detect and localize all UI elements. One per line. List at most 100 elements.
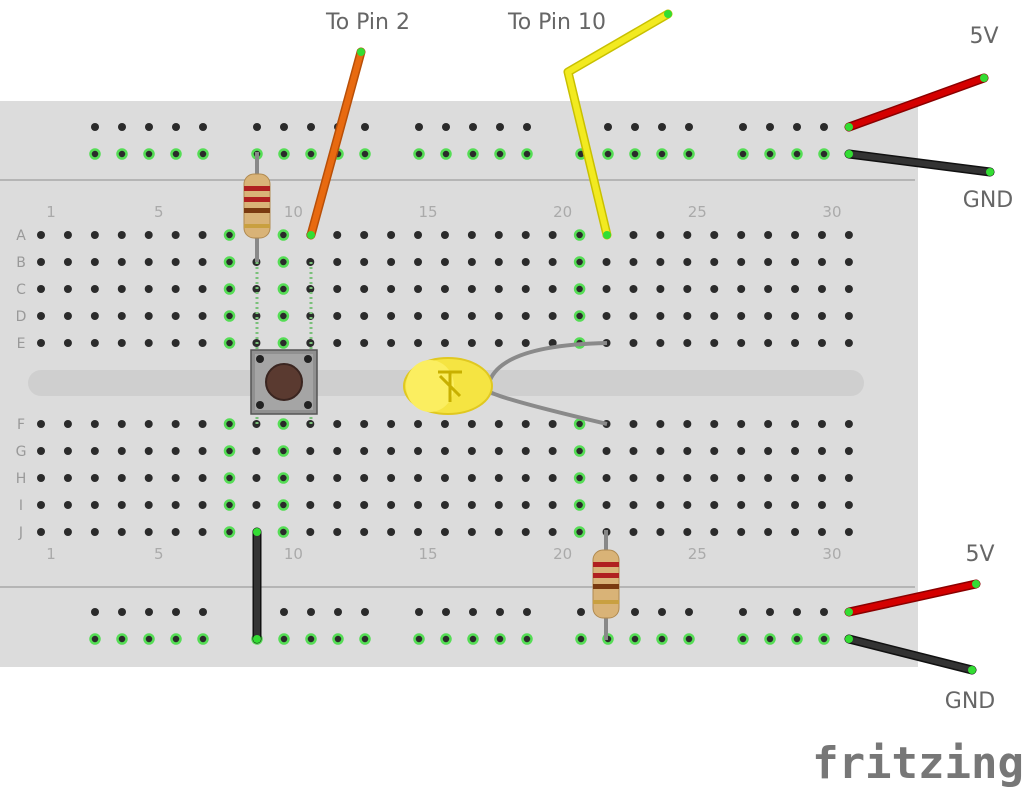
breadboard-hole xyxy=(573,472,586,484)
row-letter: B xyxy=(16,255,26,271)
rail-hole xyxy=(89,633,101,645)
breadboard-hole xyxy=(37,474,45,482)
breadboard-hole xyxy=(37,285,45,293)
breadboard-hole xyxy=(629,231,638,239)
rail-hole xyxy=(91,123,99,131)
rail-hole xyxy=(469,608,477,616)
breadboard-hole xyxy=(791,420,800,428)
breadboard-hole xyxy=(494,258,503,266)
breadboard-hole xyxy=(171,447,180,455)
breadboard-hole xyxy=(710,285,719,293)
breadboard-hole xyxy=(37,231,45,239)
rail-hole xyxy=(766,608,774,616)
breadboard-hole xyxy=(656,420,665,428)
breadboard-hole xyxy=(683,258,692,266)
breadboard-hole xyxy=(144,447,153,455)
breadboard-hole xyxy=(817,474,826,482)
breadboard-hole xyxy=(198,474,207,482)
rail-hole xyxy=(764,633,776,645)
rail-hole xyxy=(415,608,423,616)
breadboard-hole xyxy=(573,256,586,268)
breadboard-hole xyxy=(817,447,826,455)
breadboard-hole xyxy=(171,231,180,239)
breadboard-hole xyxy=(117,420,126,428)
breadboard-hole xyxy=(710,501,719,509)
breadboard-hole xyxy=(117,528,126,536)
breadboard-hole xyxy=(414,231,423,239)
rail-hole xyxy=(658,123,666,131)
rail-hole xyxy=(467,633,479,645)
breadboard-hole xyxy=(117,474,126,482)
breadboard-hole xyxy=(198,528,207,536)
breadboard-hole xyxy=(791,447,800,455)
breadboard-hole xyxy=(171,528,180,536)
breadboard-hole xyxy=(548,285,557,293)
breadboard-hole xyxy=(117,258,126,266)
breadboard-hole xyxy=(817,420,826,428)
row-letter: E xyxy=(17,336,26,352)
label-5v-bottom: 5V xyxy=(965,542,994,567)
breadboard-hole xyxy=(90,420,99,428)
breadboard-hole xyxy=(223,445,236,457)
breadboard-hole xyxy=(144,339,153,347)
breadboard-hole xyxy=(548,528,557,536)
wire-endpoints xyxy=(253,10,994,674)
breadboard-hole xyxy=(440,285,449,293)
breadboard-hole xyxy=(63,339,72,347)
breadboard-hole xyxy=(710,231,719,239)
breadboard-hole xyxy=(764,420,773,428)
breadboard-hole xyxy=(144,528,153,536)
breadboard-hole xyxy=(387,231,396,239)
wire-5v-bottom xyxy=(846,581,979,615)
breadboard-hole xyxy=(440,258,449,266)
breadboard-hole xyxy=(737,420,746,428)
row-letter: A xyxy=(16,228,26,244)
breadboard-hole xyxy=(63,285,72,293)
led xyxy=(403,341,608,426)
breadboard-hole xyxy=(791,474,800,482)
breadboard-hole xyxy=(656,339,665,347)
breadboard-hole xyxy=(223,310,236,322)
breadboard-hole xyxy=(440,528,449,536)
column-number: 20 xyxy=(553,545,572,563)
rail-hole xyxy=(577,608,585,616)
breadboard-hole xyxy=(37,501,45,509)
breadboard-hole xyxy=(223,283,236,295)
breadboard-hole xyxy=(90,231,99,239)
breadboard-hole xyxy=(737,258,746,266)
breadboard-hole xyxy=(521,312,530,320)
breadboard-hole xyxy=(333,312,342,320)
breadboard-hole xyxy=(629,420,638,428)
breadboard-hole xyxy=(223,229,236,241)
rail-hole xyxy=(521,148,533,160)
breadboard-hole xyxy=(414,447,423,455)
breadboard-hole xyxy=(494,312,503,320)
label-to-pin-10: To Pin 10 xyxy=(507,10,606,35)
breadboard-hole xyxy=(360,339,369,347)
breadboard-hole xyxy=(791,501,800,509)
rail-hole xyxy=(118,123,126,131)
breadboard-hole xyxy=(277,526,290,538)
breadboard-hole xyxy=(414,339,423,347)
breadboard-hole xyxy=(360,258,369,266)
rail-hole xyxy=(683,633,695,645)
breadboard-hole xyxy=(306,528,315,536)
breadboard-hole xyxy=(844,231,853,239)
breadboard-hole xyxy=(710,528,719,536)
rail-hole xyxy=(494,633,506,645)
breadboard-hole xyxy=(37,528,45,536)
breadboard-hole xyxy=(494,501,503,509)
breadboard-hole xyxy=(467,312,476,320)
breadboard-hole xyxy=(440,447,449,455)
breadboard-hole xyxy=(277,418,290,430)
breadboard-hole xyxy=(791,339,800,347)
rail-hole xyxy=(334,608,342,616)
rail-hole xyxy=(359,148,371,160)
breadboard-hole xyxy=(440,501,449,509)
fritzing-logo: fritzing xyxy=(812,738,1024,789)
breadboard-hole xyxy=(387,528,396,536)
breadboard-hole xyxy=(683,312,692,320)
breadboard-hole xyxy=(844,312,853,320)
breadboard-hole xyxy=(764,312,773,320)
